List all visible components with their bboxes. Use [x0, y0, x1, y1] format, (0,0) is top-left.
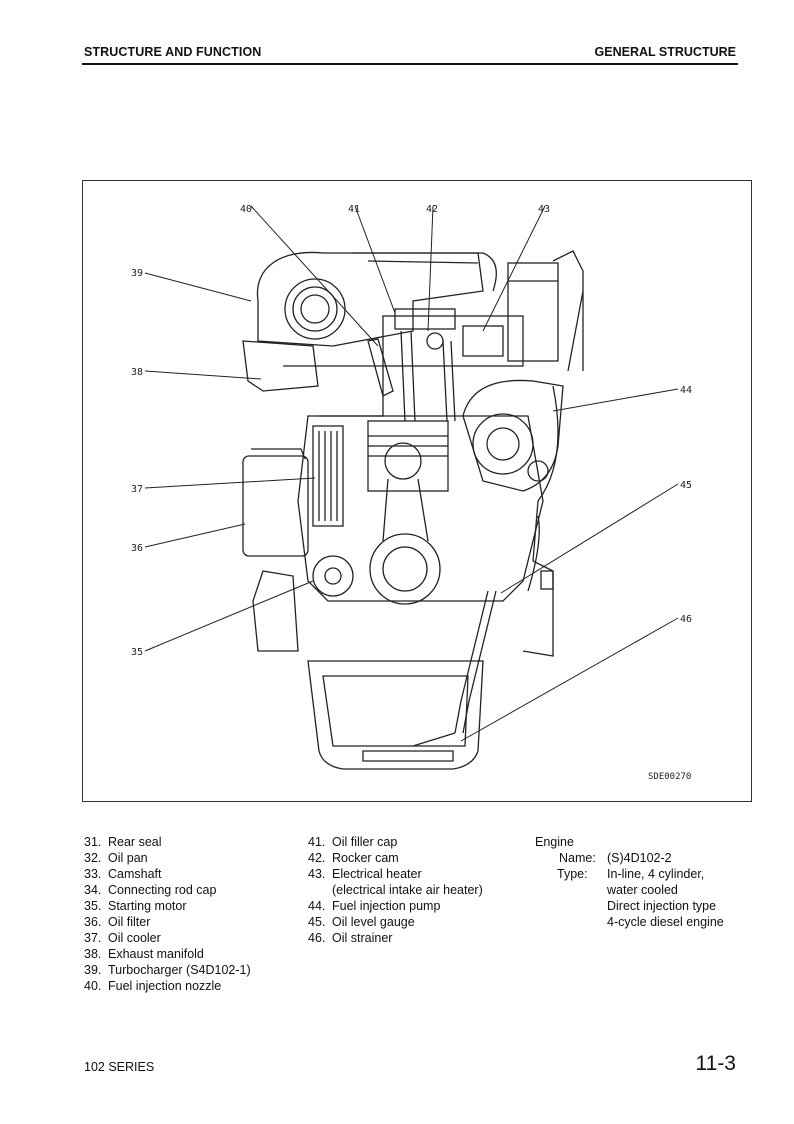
engine-type-key: Type: [557, 867, 588, 881]
engine-spec-block: Engine Name: (S)4D102-2 Type: In-line, 4 c… [535, 834, 724, 930]
legend-item: 44.Fuel injection pump [308, 899, 441, 913]
callout-45: 45 [680, 480, 692, 491]
legend-item: 32.Oil pan [84, 851, 148, 865]
callout-39: 39 [131, 268, 143, 279]
legend-item: 46.Oil strainer [308, 931, 393, 945]
legend-item: 45.Oil level gauge [308, 915, 415, 929]
callout-46: 46 [680, 614, 692, 625]
legend-item: 34.Connecting rod cap [84, 883, 217, 897]
legend-item-continuation: (electrical intake air heater) [332, 883, 483, 897]
legend-item: 36.Oil filter [84, 915, 151, 929]
callout-38: 38 [131, 367, 143, 378]
header-section-title: STRUCTURE AND FUNCTION [84, 45, 262, 59]
legend-item: 31.Rear seal [84, 835, 162, 849]
legend-item: 42.Rocker cam [308, 851, 399, 865]
legend-item: 38.Exhaust manifold [84, 947, 204, 961]
figure-code: SDE00270 [648, 772, 691, 782]
parts-legend-left: 31.Rear seal 32.Oil pan 33.Camshaft 34.C… [84, 834, 251, 994]
engine-type-line: Direct injection type [607, 899, 717, 913]
legend-item: 37.Oil cooler [84, 931, 161, 945]
legend-item: 43.Electrical heater [308, 867, 422, 881]
legend-item: 33.Camshaft [84, 867, 162, 881]
callout-37: 37 [131, 484, 143, 495]
header-topic-title: GENERAL STRUCTURE [594, 45, 736, 59]
engine-type-line: 4-cycle diesel engine [607, 915, 724, 929]
footer-page-number: 11-3 [695, 1052, 736, 1075]
callout-40: 40 [240, 204, 252, 215]
engine-title: Engine [535, 835, 574, 849]
legend-item: 40.Fuel injection nozzle [84, 979, 222, 993]
callout-42: 42 [426, 204, 438, 215]
engine-cross-section-figure: 39 40 41 42 43 38 44 37 45 36 35 46 SDE0… [82, 180, 752, 802]
footer-series: 102 SERIES [84, 1060, 155, 1074]
engine-type-line: water cooled [607, 883, 678, 897]
header-rule [82, 63, 738, 65]
parts-legend-middle: 41.Oil filler cap 42.Rocker cam 43.Elect… [308, 834, 483, 946]
callout-41: 41 [348, 204, 360, 215]
legend-item: 35.Starting motor [84, 899, 187, 913]
legend-item: 39.Turbocharger (S4D102-1) [84, 963, 251, 977]
engine-drawing: 39 40 41 42 43 38 44 37 45 36 35 46 SDE0… [131, 204, 692, 782]
legend-item: 41.Oil filler cap [308, 835, 398, 849]
callout-43: 43 [538, 204, 550, 215]
engine-name-value: (S)4D102-2 [607, 851, 672, 865]
callout-35: 35 [131, 647, 143, 658]
engine-name-key: Name: [559, 851, 596, 865]
engine-type-line: In-line, 4 cylinder, [607, 867, 705, 881]
callout-36: 36 [131, 543, 143, 554]
callout-44: 44 [680, 385, 692, 396]
